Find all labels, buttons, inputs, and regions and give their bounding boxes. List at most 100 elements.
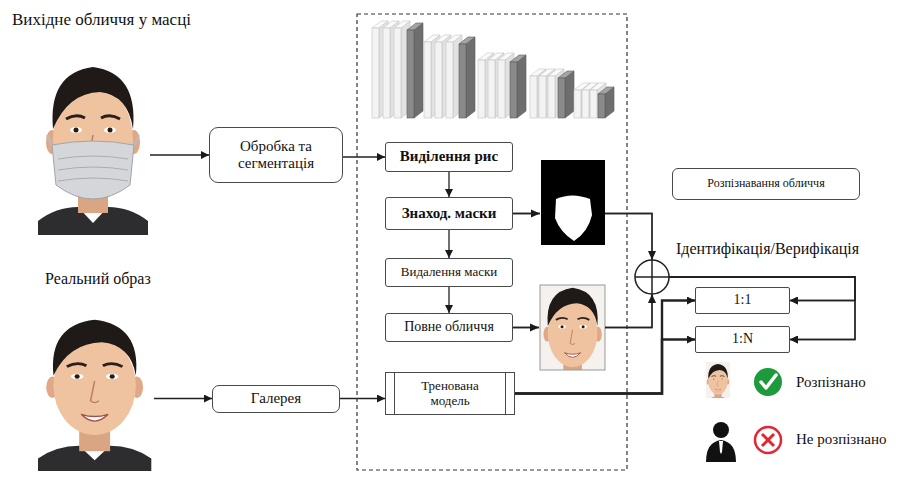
pupil (74, 128, 79, 133)
cnn-layer (485, 53, 494, 118)
cnn-layer (590, 90, 597, 118)
process-box: Повне обличчя (385, 313, 513, 342)
cnn-layer (582, 90, 589, 118)
hair (708, 364, 727, 379)
eyebrow (578, 318, 590, 320)
cross-icon (762, 434, 774, 446)
cnn-layer (407, 23, 423, 30)
eyebrow (556, 318, 568, 320)
cnn-layer (530, 76, 537, 118)
connector (448, 287, 449, 313)
cnn-layer (424, 42, 431, 118)
process-box: Видалення маски (385, 258, 513, 287)
cnn-layer (488, 60, 495, 118)
mouth (715, 389, 721, 391)
eye (104, 127, 116, 133)
cross-icon (762, 434, 774, 446)
text-label: Розпізнано (796, 373, 866, 391)
photo-frame (540, 285, 605, 370)
text-label: Не розпізнано (796, 430, 887, 448)
pupil (713, 379, 714, 380)
cnn-layer (546, 69, 555, 118)
arrowhead (648, 294, 656, 303)
cnn-layer (478, 60, 485, 118)
cnn-layer (372, 28, 379, 118)
cnn-layer (383, 28, 390, 118)
connector (513, 277, 855, 328)
connector (515, 340, 695, 394)
person-icon (713, 422, 729, 438)
face (706, 364, 730, 398)
mask-image (541, 160, 605, 245)
node-label: Знаход. маски (402, 205, 497, 222)
cnn-layer (435, 42, 442, 118)
sum-symbol (651, 260, 653, 294)
cnn-layer (539, 76, 546, 118)
photo-frame (706, 362, 730, 398)
cnn-layer (498, 60, 505, 118)
cnn-layer (537, 69, 546, 118)
hair (53, 67, 134, 129)
cnn-layer (407, 30, 414, 118)
node-label: Виділення рис (400, 148, 498, 165)
input-arrow (150, 154, 209, 155)
cnn-layer (446, 42, 453, 118)
person-icon (706, 440, 736, 462)
side-bar (505, 373, 506, 414)
cnn-layer (414, 23, 423, 118)
process-box: Виділення рис (385, 142, 513, 172)
eyebrow (103, 364, 123, 367)
thumb-face (706, 364, 730, 398)
connector (513, 214, 855, 340)
arrowhead (531, 210, 540, 218)
pupil (582, 325, 585, 328)
cnn-layer (517, 55, 526, 118)
cnn-layer (498, 53, 514, 60)
text-label: Ідентифікація/Верифікація (676, 239, 859, 258)
cnn-layer (394, 21, 410, 28)
title-box: Розпізнавання обличчя (672, 168, 860, 200)
mouth (565, 353, 581, 358)
cnn-layer (510, 55, 526, 62)
eyebrow (67, 364, 87, 367)
node-label: Видалення маски (401, 265, 497, 280)
mode-box: 1:N (695, 326, 790, 353)
cnn-layer (495, 53, 504, 118)
eyebrow (66, 116, 85, 119)
pupil (108, 128, 113, 133)
model-box: Тренована модель (385, 372, 515, 415)
eyebrow (720, 375, 725, 377)
cnn-layer (558, 78, 565, 118)
connector (448, 230, 449, 258)
cnn-layer (466, 37, 475, 118)
eyebrow (712, 375, 717, 377)
hair (547, 288, 597, 326)
pupil (561, 325, 564, 328)
process-box: Обробка та сегментація (209, 127, 343, 183)
arrowhead (530, 324, 539, 332)
pupil (110, 374, 115, 379)
node-label: Обробка та сегментація (217, 138, 335, 173)
text-label: Вихідне обличчя у масці (12, 10, 191, 30)
arrowhead (648, 251, 656, 260)
connector (340, 398, 385, 399)
cnn-layer (548, 76, 555, 118)
real-face-photo (38, 320, 151, 471)
sum-symbol (635, 260, 669, 294)
eye (712, 378, 715, 379)
connector (515, 301, 695, 394)
cnn-layer (598, 87, 614, 94)
nose (717, 380, 719, 386)
side-bar (394, 373, 395, 414)
node-label: Розпізнавання обличчя (707, 177, 824, 191)
masked-face-photo (38, 67, 148, 235)
pupil (75, 374, 80, 379)
eye (106, 374, 118, 379)
arrowheads (150, 155, 656, 399)
cnn-layer (394, 28, 401, 118)
face-mask (52, 141, 134, 199)
nose (91, 381, 99, 403)
text-label: Реальний образ (45, 269, 151, 288)
person-icon (719, 441, 723, 454)
cnn-layer (598, 94, 605, 118)
